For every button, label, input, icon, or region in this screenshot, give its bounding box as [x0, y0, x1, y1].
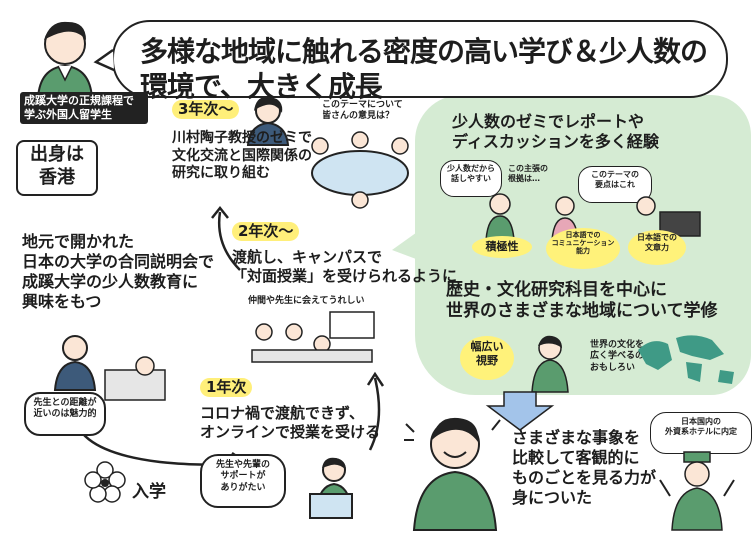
job-speech: 日本国内の 外資系ホテルに内定	[650, 412, 752, 454]
result-line-4: 身についた	[512, 488, 593, 507]
year2-line-1: 渡航し、キャンパスで	[232, 248, 383, 266]
cherry-blossom-icon	[84, 461, 126, 503]
study-heading-2: 世界のさまざまな地域について学修	[446, 301, 718, 322]
entry-label: 入学	[132, 482, 166, 502]
seminar-table-icon	[311, 131, 409, 209]
seminar-heading-2: ディスカッションを多く経験	[452, 132, 659, 151]
year3-text: 川村陶子教授のゼミで 文化交流と国際関係の 研究に取り組む	[172, 130, 312, 183]
profile-caption-1: 成蹊大学の正規課程で	[24, 94, 134, 107]
origin-box: 出身は 香港	[16, 140, 98, 196]
page-title: 多様な地域に触れる密度の高い学び＆少人数の環境で、大きく成長	[140, 35, 708, 103]
study-heading: 歴史・文化研究科目を中心に 世界のさまざまな地域について学修	[446, 280, 718, 323]
year1-text: コロナ禍で渡航できず、 オンラインで授業を受ける	[200, 404, 380, 442]
intro-line-4: 興味をもつ	[22, 292, 102, 311]
classroom-icon	[251, 311, 375, 363]
year1-label: 1年次	[200, 378, 253, 397]
year3-speech: このテーマについて 皆さんの意見は？	[322, 100, 403, 122]
world-map-icon	[638, 335, 734, 384]
profile-caption: 成蹊大学の正規課程で 学ぶ外国人留学生	[20, 92, 148, 124]
badge-initiative: 積極性	[472, 236, 532, 258]
year3-line-3: 研究に取り組む	[172, 165, 270, 181]
year3-label: 3年次〜	[172, 100, 240, 119]
title-bubble	[112, 20, 728, 98]
year1-line-2: オンラインで授業を受ける	[200, 422, 381, 441]
seminar-heading-1: 少人数のゼミでレポートや	[452, 112, 645, 131]
year2-label: 2年次〜	[232, 222, 300, 241]
seminar-speech-2: この主張の 根拠は…	[508, 164, 548, 183]
down-arrow-icon	[485, 391, 555, 431]
result-line-1: さまざまな事象を	[512, 428, 641, 447]
year2-line-2: 「対面授業」を受けられるように	[232, 266, 458, 285]
hotel-staff-icon	[659, 451, 735, 531]
seminar-speech-3: このテーマの 要点はこれ	[578, 166, 652, 203]
year3-line-1: 川村陶子教授のゼミで	[172, 130, 312, 146]
result-line-2: 比較して客観的に	[512, 448, 640, 467]
study-heading-1: 歴史・文化研究科目を中心に	[446, 280, 667, 300]
intro-line-2: 日本の大学の合同説明会で	[22, 252, 215, 271]
seminar-heading: 少人数のゼミでレポートや ディスカッションを多く経験	[452, 112, 659, 152]
origin-label-1: 出身は	[30, 144, 84, 165]
badge-communication: 日本語での コミュニケーション 能力	[546, 228, 620, 269]
year2-speech: 仲間や先生に会えてうれしい	[248, 296, 365, 306]
intro-line-3: 成蹊大学の少人数教育に	[22, 272, 199, 291]
year1-line-1: コロナ禍で渡航できず、	[200, 404, 364, 422]
badge-broad-view: 幅広い 視野	[460, 336, 514, 380]
seminar-speech-1: 少人数だから 話しやすい	[440, 160, 502, 197]
intro-speech: 先生との距離が 近いのは魅力的	[24, 392, 106, 436]
study-speech: 世界の文化を 広く学べるのは おもしろい	[590, 340, 654, 373]
student-portrait-icon	[36, 21, 94, 99]
year1-speech: 先生や先輩の サポートが ありがたい	[200, 454, 286, 508]
year3-line-2: 文化交流と国際関係の	[172, 147, 312, 164]
info-session-icon	[53, 335, 166, 401]
intro-line-1: 地元で開かれた	[22, 232, 135, 251]
year2-text: 渡航し、キャンパスで 「対面授業」を受けられるように	[232, 248, 457, 286]
badge-writing: 日本語での 文章力	[628, 230, 686, 265]
result-text: さまざまな事象を 比較して客観的に ものごとを見る力が 身についた	[512, 428, 656, 508]
profile-caption-2: 学ぶ外国人留学生	[24, 107, 112, 121]
professor-icon	[246, 96, 290, 146]
result-line-3: ものごとを見る力が	[512, 468, 657, 487]
origin-label-2: 香港	[39, 166, 75, 188]
intro-text: 地元で開かれた 日本の大学の合同説明会で 成蹊大学の少人数教育に 興味をもつ	[22, 232, 214, 312]
happy-student-icon	[404, 417, 501, 531]
online-class-icon	[309, 457, 354, 519]
studying-student-icon	[531, 335, 569, 393]
